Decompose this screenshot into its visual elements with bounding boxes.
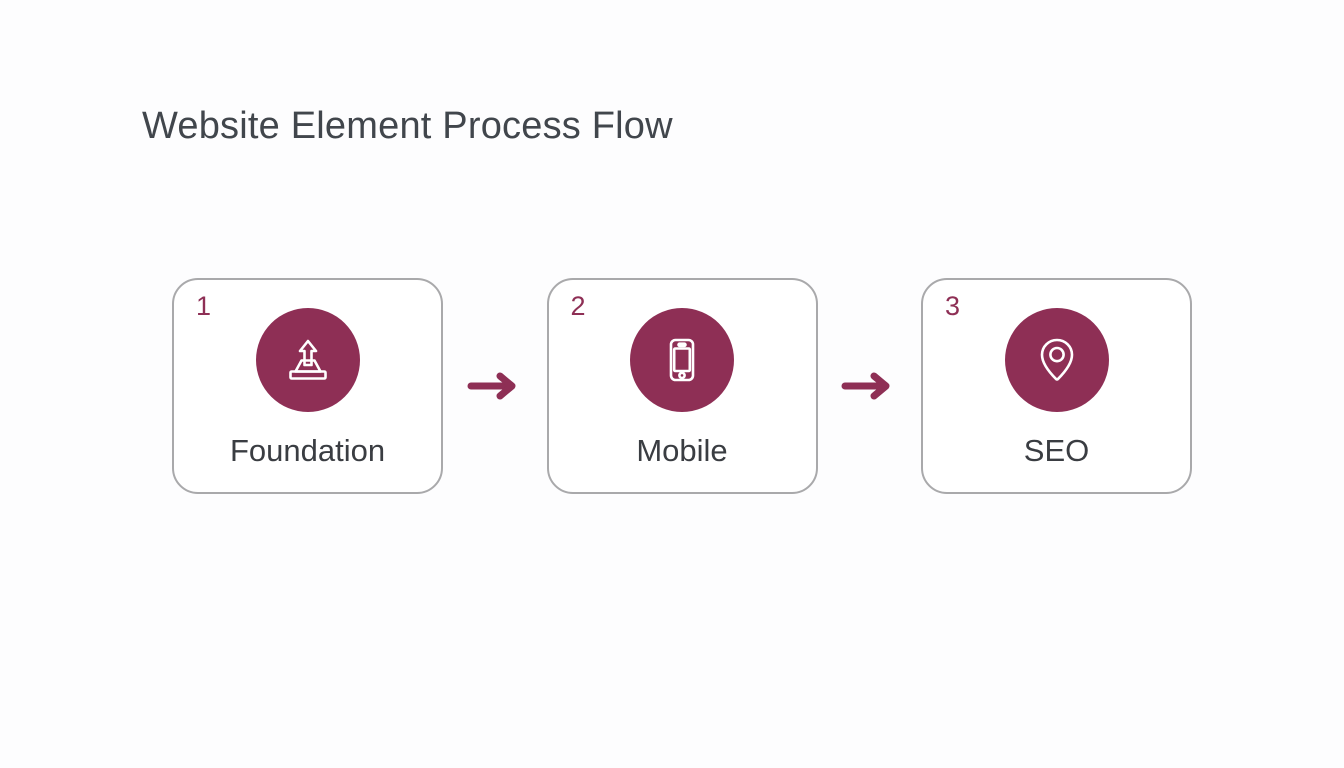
step-card-foundation[interactable]: 1 Foundation [172,278,443,494]
step-number: 3 [945,291,961,321]
step-card-mobile[interactable]: 2 Mobile [546,278,818,494]
step-label: SEO [1023,433,1090,468]
flow-connector-1 [464,369,526,403]
page-title: Website Element Process Flow [142,105,673,147]
smartphone-icon [654,332,710,388]
step-icon-badge [1004,308,1109,412]
upload-platform-icon [280,332,336,388]
step-card-seo[interactable]: 3 SEO [921,278,1192,494]
step-label: Mobile [636,433,728,468]
flow-connector-2 [838,369,900,403]
step-number: 1 [196,291,212,321]
map-pin-icon [1029,332,1085,388]
step-label: Foundation [229,433,386,468]
arrow-right-icon [467,371,523,401]
arrow-right-icon [841,371,897,401]
step-icon-badge [255,308,360,412]
process-flow-row: 1 Foundation [172,277,1192,495]
step-icon-badge [630,308,734,412]
step-number: 2 [570,291,586,321]
